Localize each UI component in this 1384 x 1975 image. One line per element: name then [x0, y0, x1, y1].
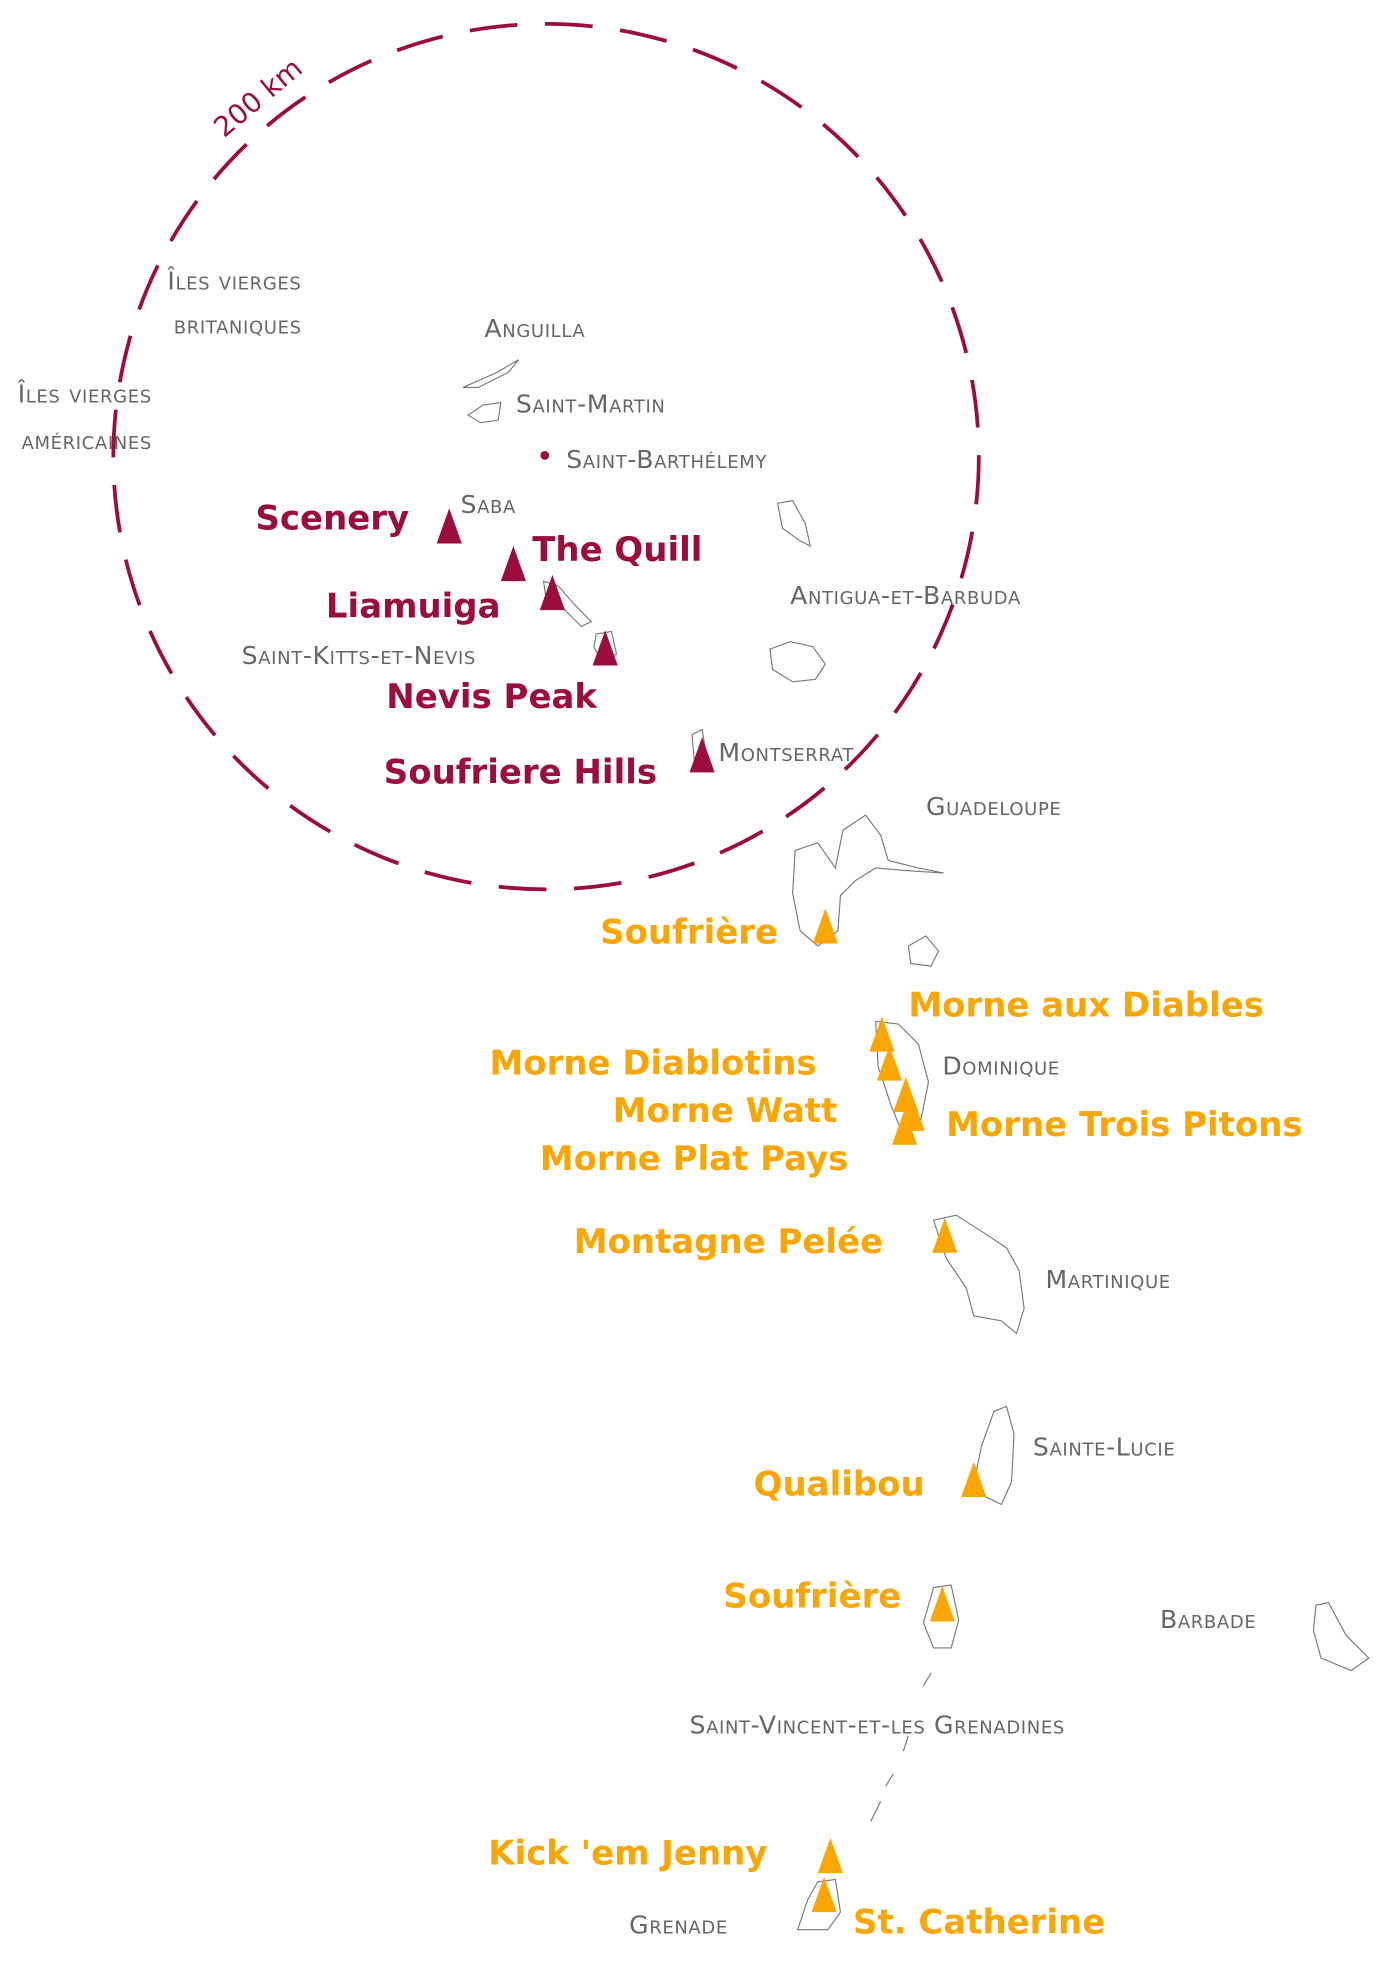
label-barbade: Barbade: [1160, 1605, 1256, 1634]
volcano-label: Morne Trois Pitons: [946, 1105, 1303, 1145]
island-guadeloupe: [792, 814, 944, 947]
volcano-triangle-icon: [689, 737, 715, 773]
label-saint-barthelemy: Saint-Barthélemy: [566, 445, 767, 474]
label-grenade: Grenade: [629, 1910, 728, 1939]
label-usvi-1: Îles vierges: [17, 380, 152, 409]
volcano-triangle-icon: [892, 1109, 918, 1145]
island-antigua: [769, 640, 827, 683]
volcano-label: Morne Diablotins: [489, 1043, 816, 1083]
label-saint-vincent: Saint-Vincent-et-les Grenadines: [689, 1710, 1064, 1739]
label-bvi-1: Îles vierges: [166, 266, 301, 295]
label-saint-kitts-nevis: Saint-Kitts-et-Nevis: [242, 641, 476, 670]
volcano-label: Morne Watt: [613, 1091, 837, 1131]
radius-circle: [111, 22, 981, 892]
volcano-triangle-icon: [961, 1461, 987, 1497]
volcano-label: Liamuiga: [326, 587, 501, 627]
label-usvi-2: américaines: [22, 426, 152, 455]
volcano-label: Montagne Pelée: [574, 1222, 883, 1262]
volcano-label: Morne Plat Pays: [540, 1139, 849, 1179]
volcano-label: Kick 'em Jenny: [488, 1833, 767, 1873]
label-guadeloupe: Guadeloupe: [926, 792, 1061, 821]
island-saint-martin: [467, 401, 502, 424]
volcano-triangle-icon: [811, 1876, 837, 1913]
volcano-triangle-icon: [539, 574, 565, 611]
volcano-triangle-icon: [812, 908, 838, 944]
volcano-label: Soufriere Hills: [384, 753, 657, 793]
volcano-label: Qualibou: [754, 1465, 925, 1505]
volcano-label: Soufrière: [723, 1577, 901, 1617]
volcano-triangle-icon: [869, 1016, 895, 1052]
island-grenadines: [870, 1672, 932, 1822]
label-montserrat: Montserrat: [718, 738, 854, 767]
island-anguilla: [462, 359, 519, 389]
volcano-label: St. Catherine: [853, 1902, 1105, 1942]
volcano-label: Soufrière: [600, 912, 778, 952]
island-sainte-lucie: [973, 1405, 1015, 1506]
volcano-label: Scenery: [255, 499, 409, 539]
island-barbade: [1312, 1602, 1370, 1672]
volcano-label: Morne aux Diables: [908, 985, 1264, 1025]
volcano-triangle-icon: [436, 508, 462, 544]
volcano-label: Nevis Peak: [386, 677, 598, 717]
label-saba: Saba: [461, 490, 517, 519]
label-sainte-lucie: Sainte-Lucie: [1033, 1432, 1175, 1461]
island-grenade: [796, 1878, 842, 1931]
label-saint-martin: Saint-Martin: [516, 390, 666, 419]
volcano-label: The Quill: [532, 530, 702, 570]
volcano-triangle-icon: [932, 1217, 958, 1253]
label-anguilla: Anguilla: [484, 314, 585, 343]
volcano-triangle-icon: [500, 545, 526, 582]
island-saint-vincent: [922, 1584, 960, 1649]
volcano-triangle-icon: [592, 630, 618, 666]
label-martinique: Martinique: [1045, 1265, 1170, 1294]
island-marie-galante: [907, 935, 940, 967]
volcano-triangle-icon: [929, 1586, 955, 1622]
label-antigua: Antigua-et-Barbuda: [790, 581, 1021, 610]
volcano-triangle-icon: [817, 1837, 843, 1874]
island-saint-barthelemy: [540, 450, 550, 460]
label-dominique: Dominique: [942, 1051, 1060, 1080]
radius-label: 200 km: [207, 51, 308, 143]
island-barbuda: [776, 500, 812, 547]
label-bvi-2: britaniques: [174, 310, 302, 339]
island-martinique: [932, 1214, 1025, 1335]
volcano-triangle-icon: [876, 1045, 903, 1081]
country-labels: Îles vierges britaniques Îles vierges am…: [17, 266, 1256, 1939]
